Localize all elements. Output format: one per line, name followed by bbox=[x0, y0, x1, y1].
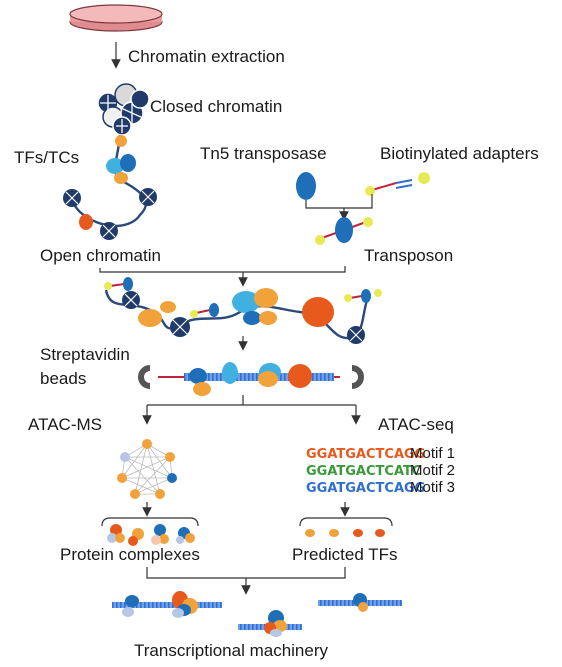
label-motif-2: Motif 2 bbox=[410, 462, 455, 479]
bracket-complexes bbox=[101, 517, 199, 527]
label-chromatin-extraction: Chromatin extraction bbox=[128, 47, 285, 66]
bracket-predicted bbox=[299, 517, 393, 527]
motif-logo-1: GGATGACTCAGG bbox=[306, 447, 425, 462]
connector-merge bbox=[99, 266, 346, 273]
connector-final bbox=[146, 567, 346, 579]
label-atac-ms: ATAC-MS bbox=[28, 415, 102, 434]
machinery-icon bbox=[112, 591, 402, 637]
label-predicted-tfs: Predicted TFs bbox=[292, 545, 398, 564]
label-transcriptional-machinery: Transcriptional machinery bbox=[134, 641, 328, 660]
label-motif-3: Motif 3 bbox=[410, 479, 455, 496]
predicted-tfs-icon bbox=[305, 529, 385, 537]
petri-dish-icon bbox=[69, 4, 163, 32]
svg-text:GGATGACTCATC: GGATGACTCATC bbox=[306, 464, 421, 479]
label-motif-1: Motif 1 bbox=[410, 445, 455, 462]
label-open-chromatin: Open chromatin bbox=[40, 246, 161, 265]
label-tn5-transposase: Tn5 transposase bbox=[200, 144, 327, 163]
label-protein-complexes: Protein complexes bbox=[60, 545, 200, 564]
label-biotinylated-adapters: Biotinylated adapters bbox=[380, 144, 539, 163]
label-streptavidin: Streptavidin bbox=[40, 345, 130, 364]
closed-chromatin-icon bbox=[97, 83, 150, 136]
transposon-icon bbox=[315, 217, 373, 245]
protein-network-icon bbox=[117, 439, 177, 499]
svg-text:GGATGACTCAGG: GGATGACTCAGG bbox=[306, 481, 425, 496]
protein-complexes-icon bbox=[107, 524, 195, 546]
motif-logo-2: GGATGACTCATC bbox=[306, 464, 421, 479]
open-chromatin-icon bbox=[63, 134, 157, 240]
connector-tn5 bbox=[305, 194, 373, 209]
label-tfs-tcs: TFs/TCs bbox=[14, 148, 79, 167]
label-closed-chromatin: Closed chromatin bbox=[150, 97, 282, 116]
tn5-icon bbox=[296, 172, 316, 200]
adapter-icon bbox=[365, 172, 430, 196]
svg-text:GGATGACTCAGG: GGATGACTCAGG bbox=[306, 447, 425, 462]
motif-logo-3: GGATGACTCAGG bbox=[306, 481, 425, 496]
label-beads: beads bbox=[40, 369, 86, 388]
bead-capture-icon bbox=[138, 362, 364, 396]
label-transposon: Transposon bbox=[364, 246, 453, 265]
tagmented-chromatin-icon bbox=[104, 277, 382, 344]
label-atac-seq: ATAC-seq bbox=[378, 415, 454, 434]
